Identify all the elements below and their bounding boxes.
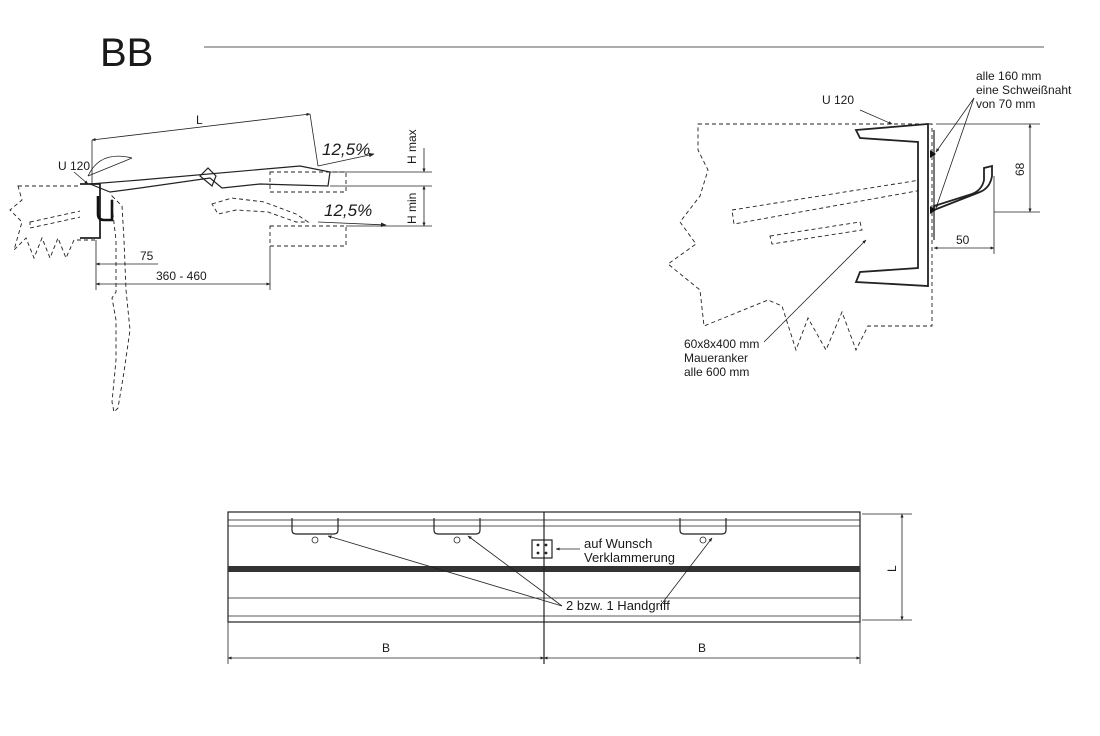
h-min-label: H min bbox=[405, 193, 419, 224]
plan-dim-l-label: L bbox=[885, 565, 899, 572]
dim-l-label: L bbox=[196, 113, 203, 127]
section-profile-label: U 120 bbox=[58, 159, 90, 173]
detail-anchor-upper bbox=[731, 179, 923, 225]
dim-68-label: 68 bbox=[1013, 162, 1027, 176]
handle-note: 2 bzw. 1 Handgriff bbox=[566, 598, 670, 613]
anchor-note-1: 60x8x400 mm bbox=[684, 337, 759, 351]
dim-b-right-label: B bbox=[698, 641, 706, 655]
detail-anchor-lower bbox=[769, 221, 863, 245]
handle-1 bbox=[291, 518, 339, 535]
weld-mark-upper bbox=[930, 150, 936, 158]
handle-2 bbox=[433, 518, 481, 535]
clamp-mark bbox=[531, 539, 553, 559]
dim-75-label: 75 bbox=[140, 249, 154, 263]
weld-note-1: alle 160 mm bbox=[976, 69, 1041, 83]
ramp-lowered bbox=[211, 197, 310, 223]
slope-upper-arrow bbox=[317, 152, 375, 167]
ramp-lip bbox=[199, 167, 217, 187]
ramp-plate bbox=[89, 165, 331, 193]
hinge-bracket bbox=[96, 196, 114, 222]
detail-hook bbox=[933, 164, 993, 212]
h-max-label: H max bbox=[405, 129, 419, 164]
dim-range-label: 360 - 460 bbox=[156, 269, 207, 283]
detail-profile-label: U 120 bbox=[822, 93, 854, 107]
wall-concrete bbox=[9, 185, 97, 260]
dim-b-left-label: B bbox=[382, 641, 390, 655]
plan-view: auf Wunsch Verklammerung 2 bzw. 1 Handgr… bbox=[227, 511, 912, 664]
anchor-note-3: alle 600 mm bbox=[684, 365, 749, 379]
swing-arc bbox=[87, 155, 133, 177]
drawing-title: BB bbox=[100, 31, 153, 75]
dim-l-line bbox=[91, 112, 311, 142]
slope-lower-arrow bbox=[317, 221, 387, 228]
anchor-note-2: Maueranker bbox=[684, 351, 748, 365]
slope-lower-label: 12,5% bbox=[324, 201, 372, 220]
clamp-note-2: Verklammerung bbox=[584, 550, 675, 565]
truck-bed-upper bbox=[269, 171, 347, 193]
handle-3 bbox=[679, 518, 727, 535]
weld-note-2: eine Schweißnaht bbox=[976, 83, 1072, 97]
slope-upper-label: 12,5% bbox=[322, 140, 370, 159]
lip-hanging bbox=[111, 194, 131, 413]
section-view: L 12,5% 12,5% H max H min U 120 75 360 -… bbox=[9, 112, 432, 413]
clamp-note-1: auf Wunsch bbox=[584, 536, 652, 551]
detail-view: U 120 alle 160 mm eine Schweißnaht von 7… bbox=[667, 69, 1072, 379]
dim-50-label: 50 bbox=[956, 233, 970, 247]
detail-u-profile bbox=[854, 123, 929, 287]
weld-note-3: von 70 mm bbox=[976, 97, 1035, 111]
detail-concrete bbox=[667, 123, 933, 352]
truck-bed-lower bbox=[269, 225, 347, 247]
weld-mark-lower bbox=[930, 206, 936, 214]
